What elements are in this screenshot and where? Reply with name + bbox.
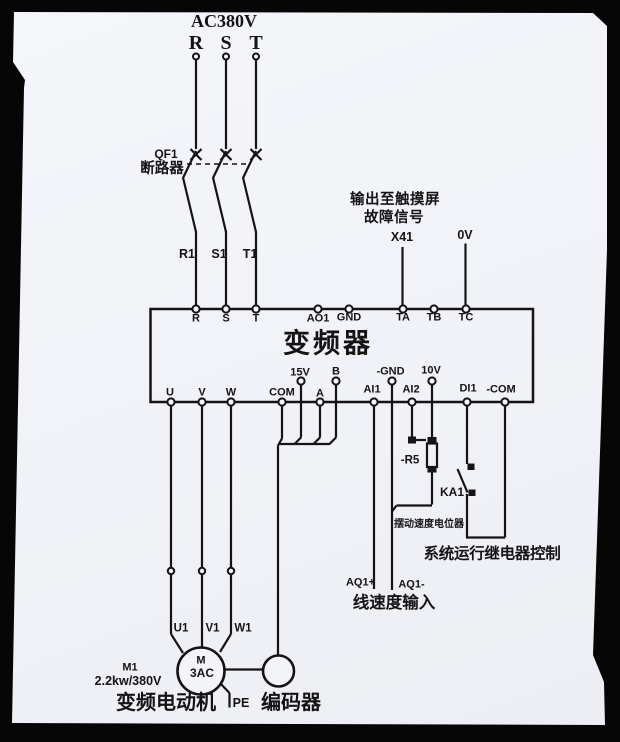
supply-terminals [192, 52, 260, 61]
inverter-title: 变频器 [283, 328, 373, 358]
bottom-terminal-15v: 15V [290, 366, 310, 378]
bottom-terminal-b: B [332, 365, 340, 378]
relay-contact-symbol [456, 405, 507, 539]
encoder-cable [276, 384, 338, 656]
bottom-terminal-a: A [316, 387, 324, 399]
wire-label-r1: R1 [179, 246, 195, 261]
top-terminal-t: T [252, 312, 260, 325]
top-terminal-tb: TB [426, 311, 442, 323]
pe-ground-line [219, 682, 231, 708]
motor-wires [166, 405, 236, 654]
speed-input-plus-label: AQ1+ [345, 576, 376, 589]
bottom-terminal-com: COM [269, 386, 295, 399]
motor-id-label: M1 [122, 661, 138, 673]
bottom-terminal-di1: DI1 [459, 382, 477, 395]
bottom-terminal-w: W [225, 386, 237, 399]
motor-rating-label: 2.2kw/380V [94, 673, 162, 688]
phase-label-t: T [249, 32, 263, 54]
inverter-top-terminal-circles [191, 304, 471, 314]
fault-text-line1: 输出至触摸屏 [350, 191, 440, 208]
motor-symbol-m: M [196, 654, 206, 666]
motor-wire-w1: W1 [234, 621, 252, 634]
motor-symbol [176, 646, 226, 696]
bottom-terminal-u: U [166, 386, 174, 399]
breaker-id-label: QF1 [154, 147, 178, 161]
fault-zero-label: 0V [457, 227, 473, 242]
fault-text-line2: 故障信号 [364, 209, 424, 226]
supply-voltage-label: AC380V [191, 11, 257, 31]
top-terminal-s: S [222, 312, 230, 325]
speed-input-wires [372, 384, 394, 590]
motor-wire-u1: U1 [173, 621, 189, 634]
phase-label-r: R [188, 32, 204, 54]
potentiometer-id-label: -R5 [400, 454, 420, 467]
bottom-terminal-v: V [198, 386, 206, 399]
top-terminal-r: R [192, 312, 200, 325]
top-terminal-ta: TA [396, 311, 410, 324]
relay-id-label: KA1 [439, 485, 465, 499]
top-terminal-ao1: AO1 [306, 312, 330, 325]
bottom-terminal-10v: 10V [421, 364, 441, 377]
top-terminal-gnd: GND [336, 311, 362, 324]
potentiometer-symbol [391, 384, 439, 513]
phase-wires-lower [181, 177, 258, 309]
pe-label: PE [232, 695, 250, 710]
breaker-contact-crosses [189, 148, 263, 161]
relay-name-label: 系统运行继电器控制 [423, 544, 561, 562]
speed-input-minus-label: AQ1- [398, 578, 425, 591]
breaker-symbol [182, 148, 263, 179]
top-terminal-tc: TC [458, 311, 474, 323]
phase-label-s: S [220, 32, 232, 54]
bottom-terminal-comm: -COM [486, 383, 516, 396]
fault-terminal-label: X41 [390, 229, 414, 244]
bottom-terminal-ai1: AI1 [363, 383, 381, 396]
wire-label-s1: S1 [211, 246, 227, 261]
wire-label-t1: T1 [242, 246, 258, 261]
encoder-name-label: 编码器 [261, 692, 321, 714]
inverter-box [149, 307, 535, 404]
bottom-terminal-gnd: -GND [376, 365, 405, 378]
potentiometer-name-label: 摆动速度电位器 [394, 518, 464, 530]
speed-input-name-label: 线速度输入 [352, 593, 436, 612]
breaker-name-label: 断路器 [140, 160, 184, 177]
fault-wires [401, 243, 467, 306]
motor-symbol-3ac: 3AC [189, 666, 215, 680]
inverter-bottom-terminal-circles [166, 397, 510, 407]
inverter-raised-terminal-circles [296, 376, 437, 386]
bottom-terminal-ai2: AI2 [402, 383, 420, 396]
encoder-symbol [261, 654, 296, 688]
supply-wires [194, 59, 258, 149]
motor-wire-v1: V1 [205, 622, 220, 635]
motor-name-label: 变频电动机 [116, 692, 216, 714]
